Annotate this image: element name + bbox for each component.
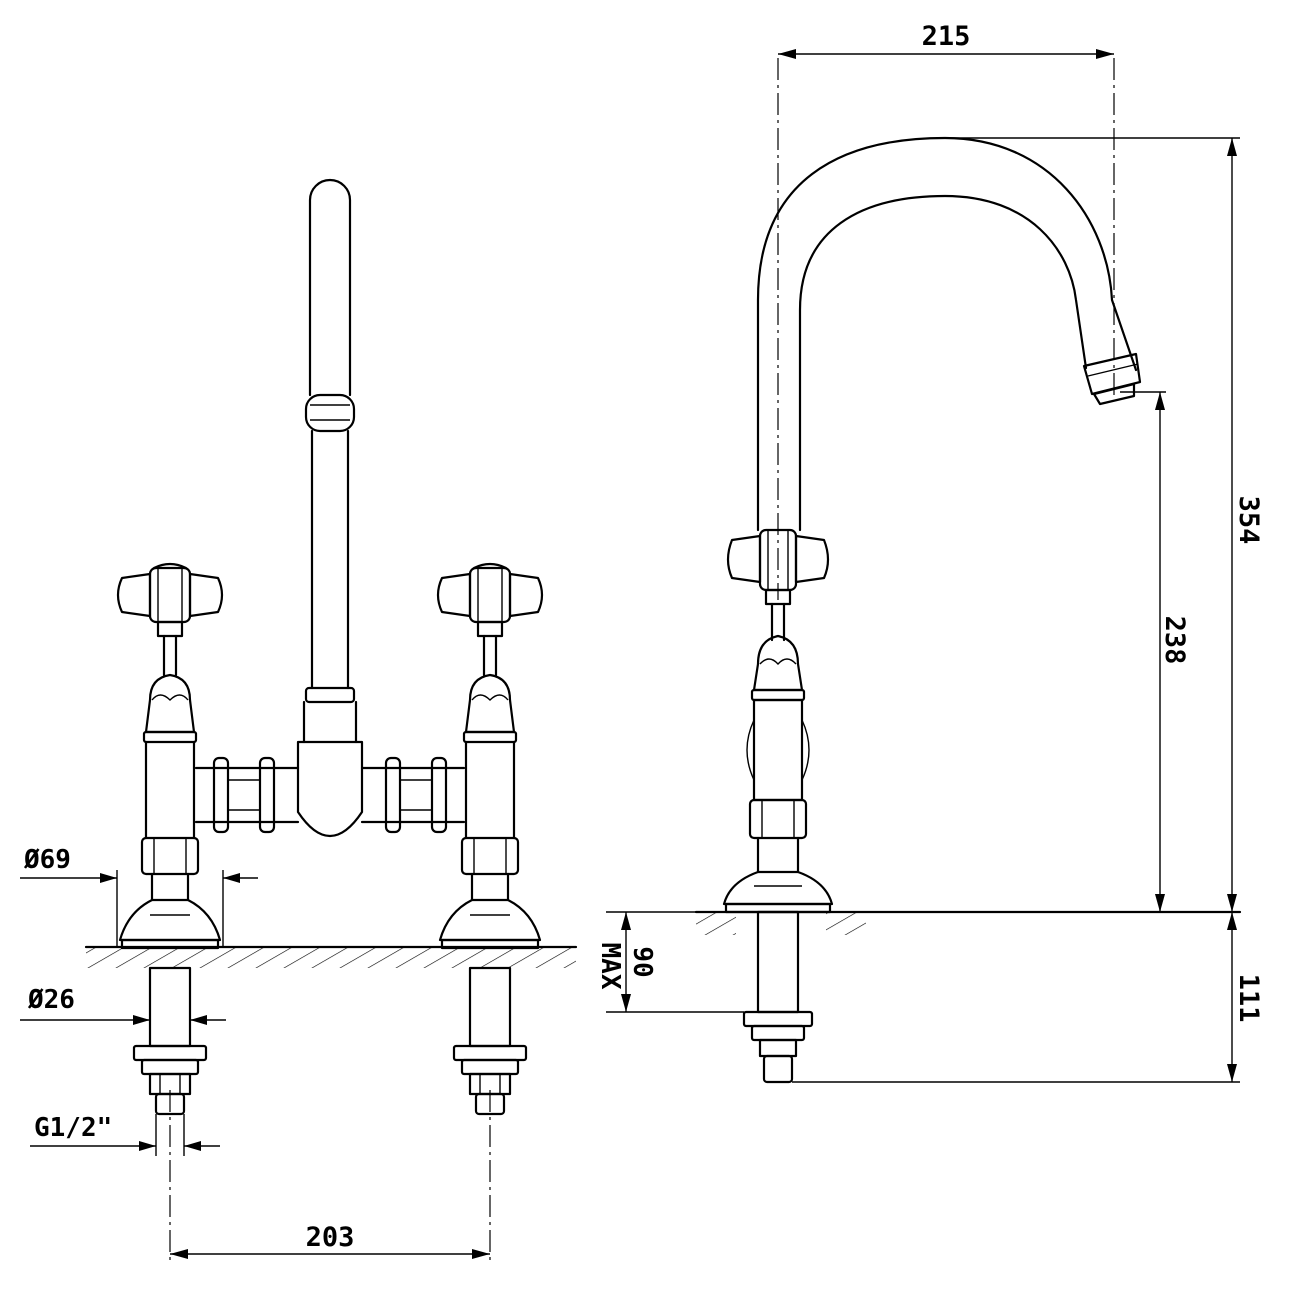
front-deck [84, 945, 578, 968]
side-deck [606, 910, 1242, 935]
dim-max-deck-thickness [606, 912, 744, 1013]
spout-riser [302, 178, 358, 744]
mixer-body [296, 740, 364, 838]
label-max-deck-thickness: 90 [627, 946, 657, 977]
label-spout-reach: 215 [922, 21, 971, 52]
bridge-right [360, 756, 466, 834]
gooseneck-spout [756, 136, 1142, 532]
side-shank [742, 910, 814, 1084]
label-shank-diameter: Ø26 [27, 985, 75, 1015]
label-below-deck: 111 [1233, 974, 1264, 1023]
dim-shank-diameter [20, 1015, 226, 1025]
valve-left [116, 562, 224, 1116]
label-base-diameter: Ø69 [23, 845, 71, 875]
dim-connection-thread [30, 1114, 220, 1156]
bridge-left [194, 756, 300, 834]
label-outlet-height: 238 [1159, 616, 1190, 665]
dim-base-diameter [20, 870, 258, 948]
valve-right [436, 562, 544, 1116]
dim-total-height [945, 137, 1240, 912]
front-view: Ø69 Ø26 G1/2" 203 [20, 178, 578, 1265]
side-body [722, 634, 834, 914]
label-tap-centres: 203 [306, 1222, 355, 1253]
side-handle [726, 528, 830, 642]
label-total-height: 354 [1233, 496, 1264, 545]
label-max: MAX [595, 943, 625, 990]
side-view: 215 354 238 90 MAX [595, 21, 1264, 1084]
dim-outlet-height [1120, 391, 1166, 912]
dim-spout-reach [778, 49, 1114, 59]
dim-below-deck [792, 912, 1240, 1083]
dim-tap-centres [170, 1249, 490, 1259]
label-connection-thread: G1/2" [34, 1113, 112, 1143]
